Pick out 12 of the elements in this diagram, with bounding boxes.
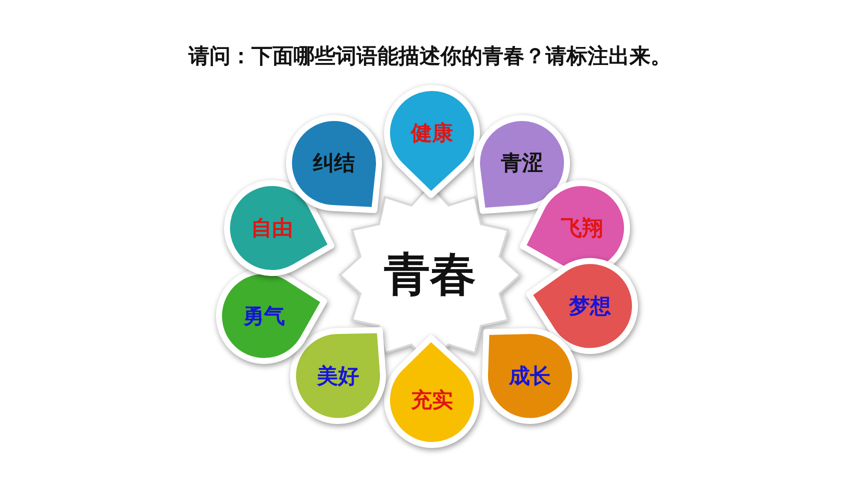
petal-word: 飞翔 xyxy=(561,215,603,242)
title: 请问：下面哪些词语能描述你的青春？请标注出来。 xyxy=(188,43,672,70)
petal-word: 成长 xyxy=(509,363,551,390)
petal-word: 美好 xyxy=(317,363,359,390)
petal-word: 自由 xyxy=(251,215,293,242)
petal-word: 健康 xyxy=(411,120,453,147)
petal-word: 纠结 xyxy=(313,150,355,177)
petal-word: 梦想 xyxy=(569,293,611,320)
petal-word: 充实 xyxy=(411,387,453,414)
petal-word: 青涩 xyxy=(501,150,543,177)
center-word: 青春 xyxy=(384,246,476,303)
petal-word: 勇气 xyxy=(243,303,285,330)
